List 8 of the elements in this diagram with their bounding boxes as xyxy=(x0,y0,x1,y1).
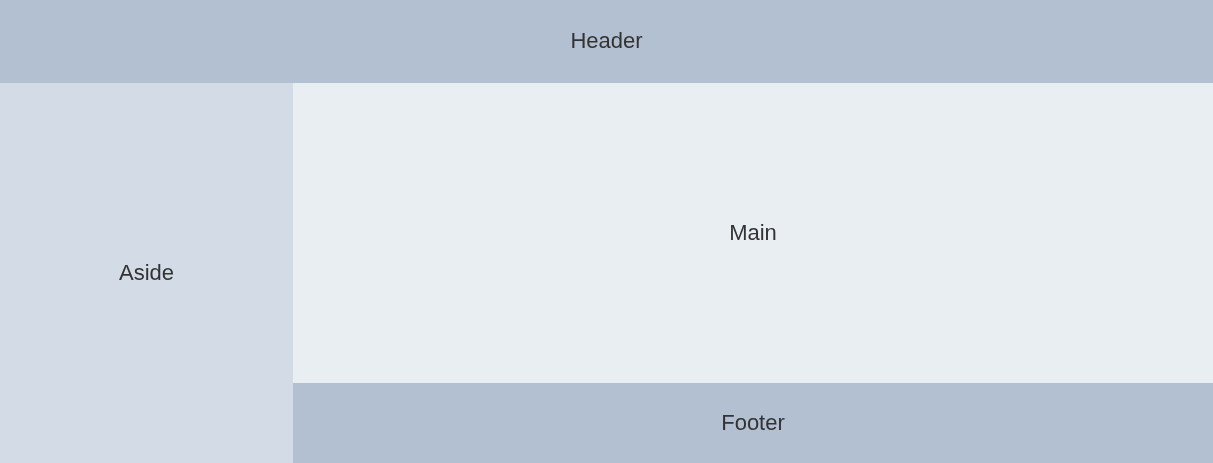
footer-panel xyxy=(293,383,1213,463)
panel-label: Header xyxy=(570,28,643,55)
sidebar-panel xyxy=(0,83,293,463)
main-panel xyxy=(293,83,1213,383)
panel-label: Footer xyxy=(721,409,785,437)
panel-label: Aside xyxy=(118,259,174,287)
header-panel xyxy=(0,0,1213,83)
panel-label: Main xyxy=(729,219,777,247)
